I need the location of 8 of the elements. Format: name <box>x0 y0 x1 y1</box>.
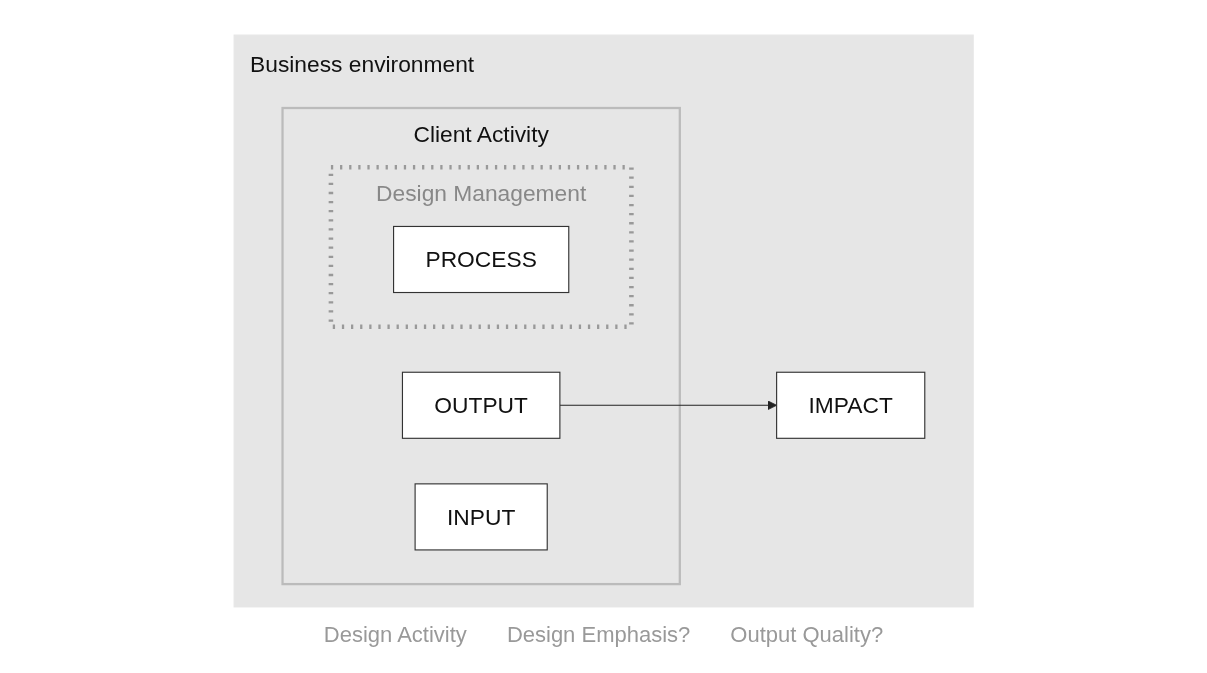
node-box: OUTPUT <box>401 371 561 439</box>
arrow <box>559 399 777 410</box>
node-box: IMPACT <box>775 371 926 439</box>
node-box: PROCESS <box>392 225 570 293</box>
node-box: INPUT <box>414 482 548 550</box>
annotation-text: Design Emphasis? <box>506 621 691 648</box>
annotation-text: Output Quality? <box>730 621 884 648</box>
annotation-text: Design Activity <box>323 621 467 648</box>
